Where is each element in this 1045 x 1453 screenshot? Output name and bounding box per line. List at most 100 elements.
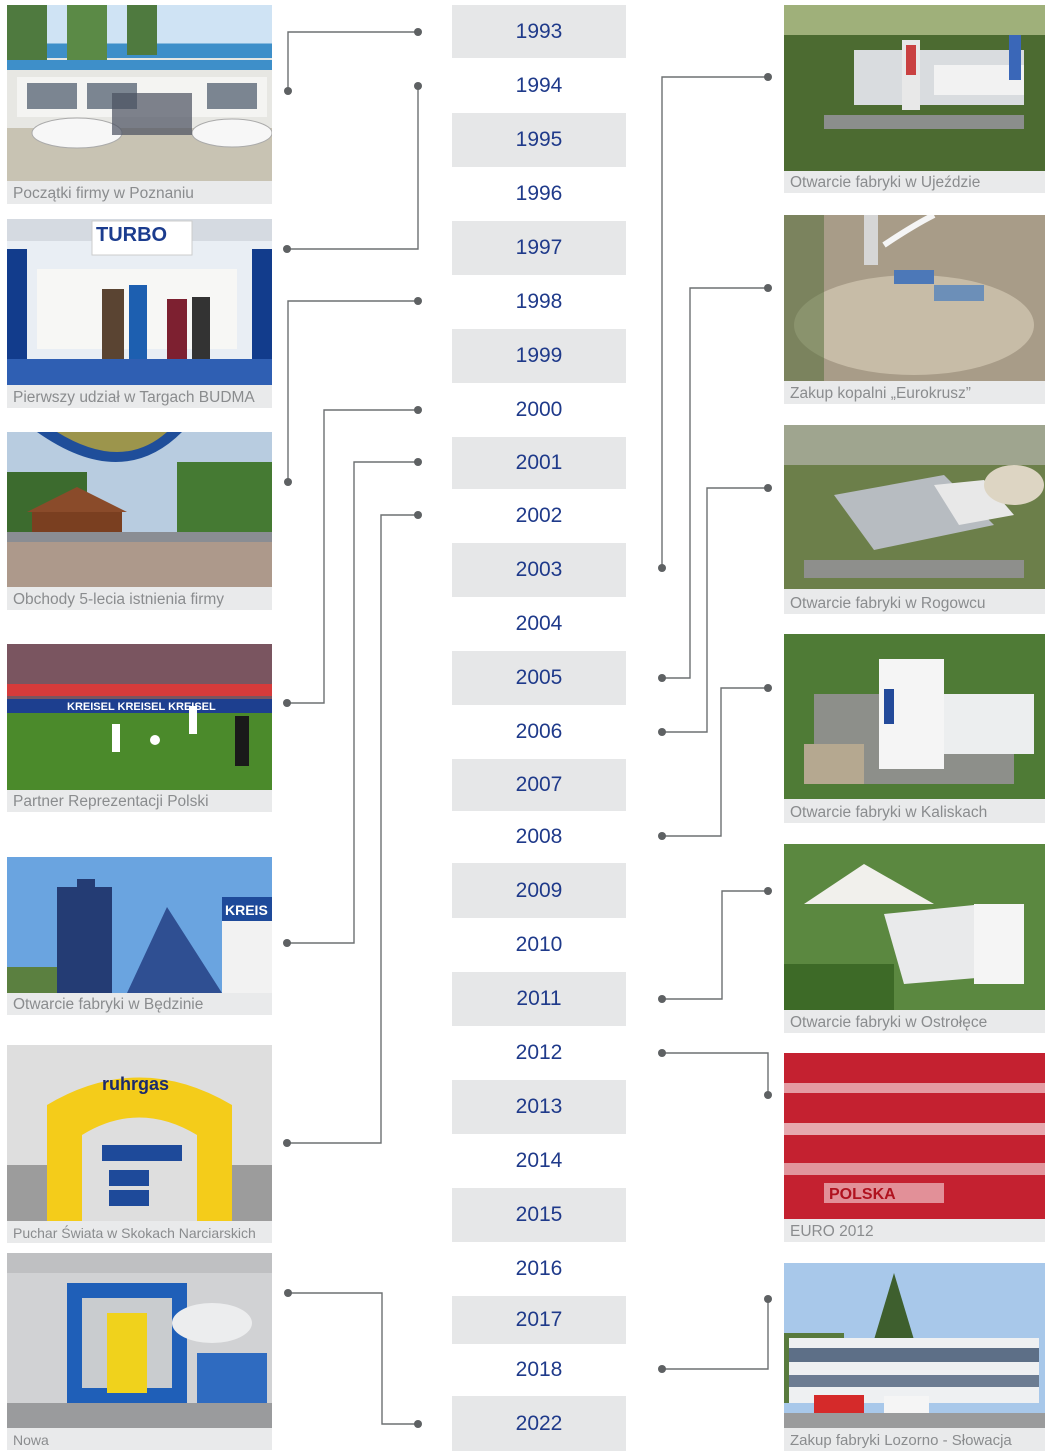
connector-dot: [658, 564, 666, 572]
connector-line: [662, 687, 768, 837]
connector-line: [661, 76, 768, 568]
event-caption: Pierwszy udział w Targach BUDMA: [13, 389, 255, 406]
connector-dot: [764, 1091, 772, 1099]
year-2010: 2010: [515, 933, 563, 956]
connector-dot: [658, 728, 666, 736]
connector-dot: [764, 284, 772, 292]
connector-line: [662, 890, 768, 1000]
event-card-ujazd-factory: Otwarcie fabryki w Ujeździe: [784, 5, 1045, 193]
event-caption: Puchar Świata w Skokach Narciarskich: [13, 1225, 256, 1241]
year-2014: 2014: [515, 1149, 563, 1172]
connector-dot: [284, 1289, 292, 1297]
connector-dot: [283, 245, 291, 253]
event-card-lozorno-factory: Zakup fabryki Lozorno - Słowacja: [784, 1263, 1045, 1451]
year-2008: 2008: [515, 825, 563, 848]
year-2001: 2001: [452, 437, 626, 489]
connector-line: [662, 1052, 769, 1095]
connector-line: [287, 409, 418, 704]
connector-dot: [284, 478, 292, 486]
event-caption: EURO 2012: [790, 1223, 874, 1240]
connector-dot: [414, 511, 422, 519]
connector-dot: [414, 28, 422, 36]
year-1993: 1993: [452, 5, 626, 58]
year-2022: 2022: [452, 1396, 626, 1451]
svg-text:POLSKA: POLSKA: [829, 1186, 896, 1203]
year-2006: 2006: [515, 720, 563, 743]
svg-text:KREIS: KREIS: [225, 902, 268, 918]
factory-rogowiec-photo: [784, 425, 1045, 589]
fair-stand-photo: TURBO: [7, 219, 272, 385]
event-card-new: Nowa: [7, 1253, 272, 1450]
year-2011: 2011: [452, 972, 626, 1026]
factory-bedzin-photo: KREIS: [7, 857, 272, 993]
svg-text:ruhrgas: ruhrgas: [102, 1074, 169, 1094]
connector-dot: [764, 887, 772, 895]
year-2018: 2018: [515, 1358, 563, 1381]
event-card-ski-jumping: ruhrgas Puchar Świata w Skokach Narciars…: [7, 1045, 272, 1243]
connector-dot: [658, 832, 666, 840]
event-caption: Obchody 5-lecia istnienia firmy: [13, 591, 225, 608]
connector-dot: [414, 406, 422, 414]
company-cars-photo: [7, 5, 272, 181]
connector-dot: [764, 1295, 772, 1303]
connector-line: [287, 31, 418, 91]
event-caption: Partner Reprezentacji Polski: [13, 793, 209, 810]
factory-ostroleka-photo: [784, 844, 1045, 1010]
year-1995: 1995: [452, 113, 626, 167]
connector-dot: [283, 939, 291, 947]
connector-line: [662, 1299, 769, 1370]
year-1994: 1994: [515, 74, 563, 97]
connector-line: [662, 287, 768, 679]
connector-dot: [764, 484, 772, 492]
event-card-company-start: Początki firmy w Poznaniu: [7, 5, 272, 204]
year-2004: 2004: [515, 612, 563, 635]
year-1999: 1999: [452, 329, 626, 383]
connector-dot: [414, 297, 422, 305]
event-card-kaliska-factory: Otwarcie fabryki w Kaliskach: [784, 634, 1045, 823]
connector-line: [662, 487, 768, 733]
event-caption: Otwarcie fabryki w Kaliskach: [790, 804, 988, 821]
factory-aerial-photo: [784, 5, 1045, 171]
connector-dot: [658, 1049, 666, 1057]
anniversary-crowd-photo: [7, 432, 272, 587]
quarry-photo: [784, 215, 1045, 381]
event-card-anniversary: Obchody 5-lecia istnienia firmy: [7, 432, 272, 610]
event-caption: Otwarcie fabryki w Rogowcu: [790, 595, 986, 612]
connector-line: [287, 461, 418, 944]
year-2013: 2013: [452, 1080, 626, 1134]
year-2009: 2009: [452, 863, 626, 918]
year-1996: 1996: [515, 182, 563, 205]
year-2003: 2003: [452, 543, 626, 597]
event-card-budma-fair: TURBO Pierwszy udział w Targach BUDMA: [7, 219, 272, 408]
year-2002: 2002: [515, 504, 563, 527]
year-2017: 2017: [452, 1296, 626, 1344]
year-2015: 2015: [452, 1188, 626, 1242]
event-card-national-team: KREISEL KREISEL KREISEL Partner Reprezen…: [7, 644, 272, 812]
office-building-photo: [784, 1263, 1045, 1428]
connector-dot: [658, 674, 666, 682]
event-caption: Otwarcie fabryki w Ostrołęce: [790, 1014, 988, 1031]
year-2000: 2000: [515, 398, 563, 421]
connector-line: [287, 300, 418, 482]
connector-dot: [283, 699, 291, 707]
svg-text:KREISEL KREISEL KREISEL: KREISEL KREISEL KREISEL: [67, 701, 216, 713]
connector-dot: [658, 1365, 666, 1373]
event-caption: Otwarcie fabryki w Będzinie: [13, 996, 204, 1013]
event-card-bedzin-factory: KREIS Otwarcie fabryki w Będzinie: [7, 857, 272, 1015]
connector-dot: [284, 87, 292, 95]
factory-kaliska-photo: [784, 634, 1045, 799]
year-1998: 1998: [515, 290, 563, 313]
year-1997: 1997: [452, 221, 626, 275]
connector-line: [288, 1292, 418, 1425]
fans-crowd-photo: POLSKA: [784, 1053, 1045, 1219]
connector-dot: [414, 458, 422, 466]
svg-text:TURBO: TURBO: [96, 224, 167, 246]
connector-dot: [283, 1139, 291, 1147]
connector-dot: [414, 82, 422, 90]
event-caption: Zakup fabryki Lozorno - Słowacja: [790, 1432, 1012, 1449]
year-2005: 2005: [452, 651, 626, 705]
event-card-rogowiec-factory: Otwarcie fabryki w Rogowcu: [784, 425, 1045, 614]
football-stadium-photo: KREISEL KREISEL KREISEL: [7, 644, 272, 790]
connector-dot: [764, 73, 772, 81]
